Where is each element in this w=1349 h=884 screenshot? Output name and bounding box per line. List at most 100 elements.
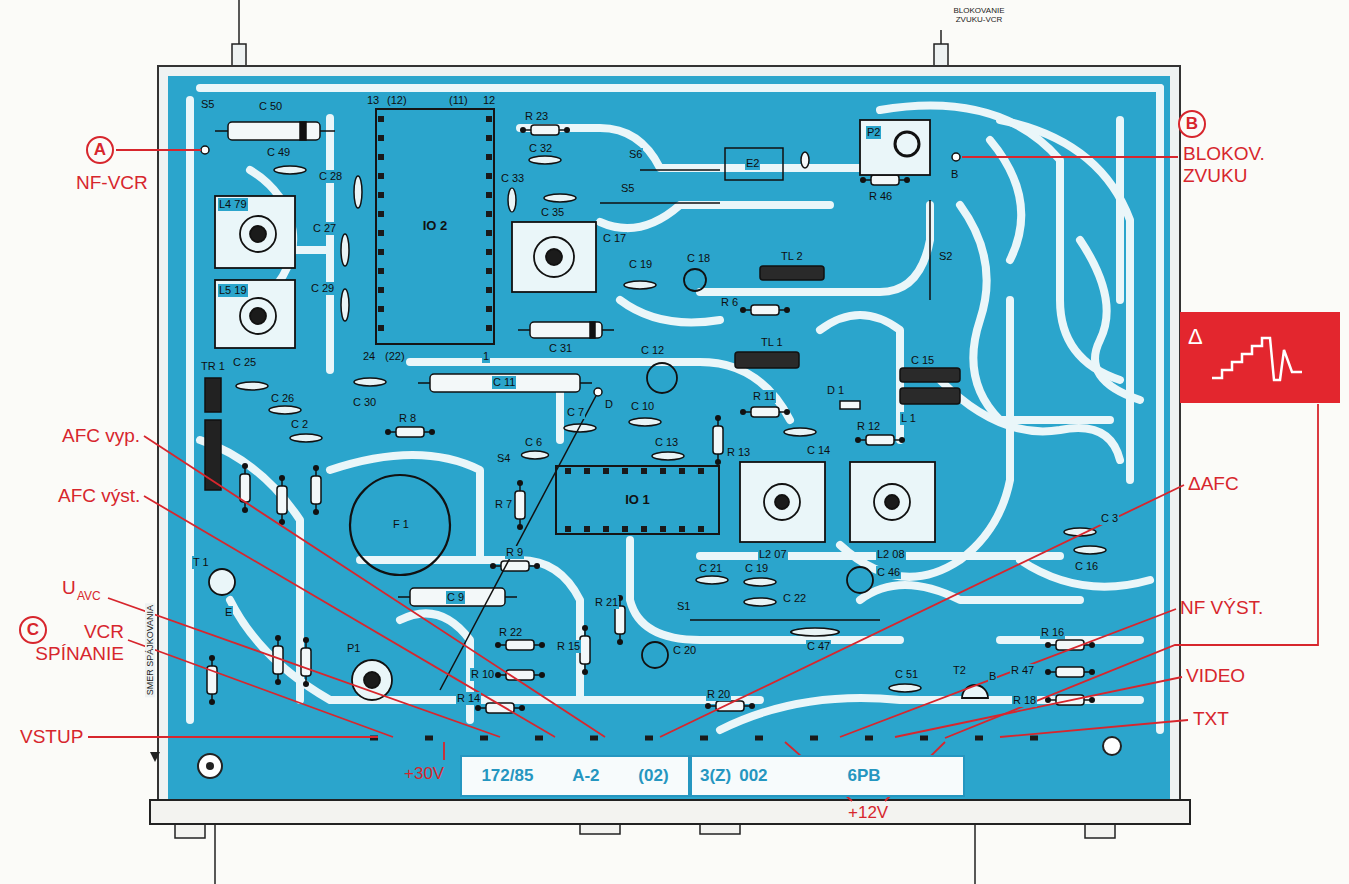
signal-label: VIDEO — [1186, 665, 1245, 687]
marking-strip: 3(Z)0026PB — [690, 755, 965, 797]
capacitor-symbol — [652, 452, 684, 460]
coil-symbol — [850, 462, 935, 542]
capacitor-symbol — [784, 428, 816, 436]
part-label: C 21 — [698, 562, 723, 575]
part-label: R 20 — [706, 688, 731, 701]
ic-pins — [370, 116, 1060, 738]
part-label: T2 — [952, 664, 967, 677]
capacitor-symbol — [508, 188, 516, 212]
axial-component — [228, 122, 320, 140]
axial-component — [430, 374, 580, 392]
copper-traces — [360, 560, 760, 700]
electrolytic-capacitor — [647, 363, 677, 393]
board-frame — [238, 0, 240, 44]
capacitor-symbol — [529, 156, 561, 164]
part-label: C 22 — [782, 592, 807, 605]
signal-subscript: AVC — [77, 590, 101, 604]
capacitor-symbol — [521, 451, 548, 459]
callout-label: BLOKOV. ZVUKU — [1183, 143, 1283, 187]
axial-component — [410, 588, 505, 606]
node-text: A-2 — [572, 766, 599, 786]
part-label: (11) — [448, 94, 469, 107]
waveform-box — [1180, 312, 1340, 403]
coil-symbol — [860, 120, 930, 175]
ic-pins — [370, 736, 1060, 741]
coil-symbol — [350, 475, 450, 575]
capacitor-symbol — [354, 176, 362, 208]
part-label: L5 19 — [218, 284, 248, 297]
board-frame — [150, 800, 1190, 824]
waveform-box — [1212, 338, 1302, 380]
leader-line — [1000, 720, 1188, 737]
coil-symbol — [740, 462, 825, 542]
part-label: C 51 — [894, 668, 919, 681]
part-label: 12 — [482, 94, 496, 107]
coil-symbol — [250, 308, 266, 324]
wire-jumper — [201, 146, 960, 690]
part-label: TL 2 — [780, 250, 804, 263]
part-label: E — [224, 606, 233, 619]
resistor-symbol — [713, 415, 723, 465]
part-label: R 46 — [868, 190, 893, 203]
part-label: P1 — [346, 642, 361, 655]
axial-component — [840, 401, 860, 409]
signal-label: TXT — [1193, 708, 1229, 730]
part-label: P2 — [866, 126, 881, 139]
axial-component — [205, 420, 221, 490]
part-label: R 12 — [856, 420, 881, 433]
board-note: BLOKOVANIE ZVUKU-VCR — [946, 6, 1012, 24]
part-label: S4 — [496, 452, 511, 465]
part-label: C 15 — [910, 354, 935, 367]
part-label: R 16 — [1040, 626, 1065, 639]
part-label: R 22 — [498, 626, 523, 639]
capacitor-symbol — [629, 418, 661, 426]
resistor-symbol — [311, 465, 321, 515]
part-label: R 18 — [1012, 694, 1037, 707]
capacitor-symbol — [290, 434, 322, 442]
node-text: (02) — [638, 766, 668, 786]
capacitor-symbol — [274, 166, 306, 174]
copper-traces — [520, 128, 860, 168]
part-label: C 50 — [258, 100, 283, 113]
board-frame — [214, 824, 216, 884]
board-frame — [150, 0, 1190, 884]
coil-symbol — [352, 660, 392, 700]
part-label: E2 — [745, 157, 760, 170]
leader-line — [443, 742, 445, 760]
signal-label: NF VÝST. — [1180, 597, 1263, 619]
resistor-symbol — [495, 670, 545, 680]
wire-jumper — [690, 619, 880, 621]
leader-line — [116, 149, 201, 151]
board-frame — [158, 66, 1180, 806]
resistor-symbol — [301, 637, 311, 687]
callout-circle: C — [19, 616, 47, 644]
part-label: C 18 — [686, 252, 711, 265]
part-label: 13 — [366, 94, 380, 107]
part-label: R 11 — [752, 390, 776, 403]
part-label: S6 — [628, 148, 643, 161]
part-label: C 16 — [1074, 560, 1099, 573]
callout-circle: B — [1178, 110, 1206, 138]
copper-traces — [1080, 240, 1140, 400]
part-label: R 13 — [726, 446, 751, 459]
capacitor-symbol — [341, 289, 349, 321]
node-text: 002 — [739, 766, 767, 786]
part-label: C 20 — [672, 644, 697, 657]
resistor-symbol — [855, 435, 905, 445]
axial-component — [530, 322, 602, 338]
copper-traces — [1156, 88, 1164, 730]
part-label: C 27 — [312, 222, 337, 235]
capacitor-symbol — [744, 578, 776, 586]
part-label: R 10 — [470, 668, 495, 681]
copper-traces — [600, 205, 830, 228]
resistor-symbol — [740, 305, 790, 315]
resistor-symbol — [207, 125, 1095, 713]
coil-symbol — [209, 120, 988, 700]
axial-component — [725, 148, 783, 180]
wire-jumper — [929, 200, 931, 300]
capacitor-symbol — [341, 234, 349, 266]
part-label: C 11 — [492, 376, 516, 389]
board-frame — [700, 824, 740, 834]
part-label: R 14 — [456, 692, 481, 705]
part-label: C 49 — [266, 146, 291, 159]
